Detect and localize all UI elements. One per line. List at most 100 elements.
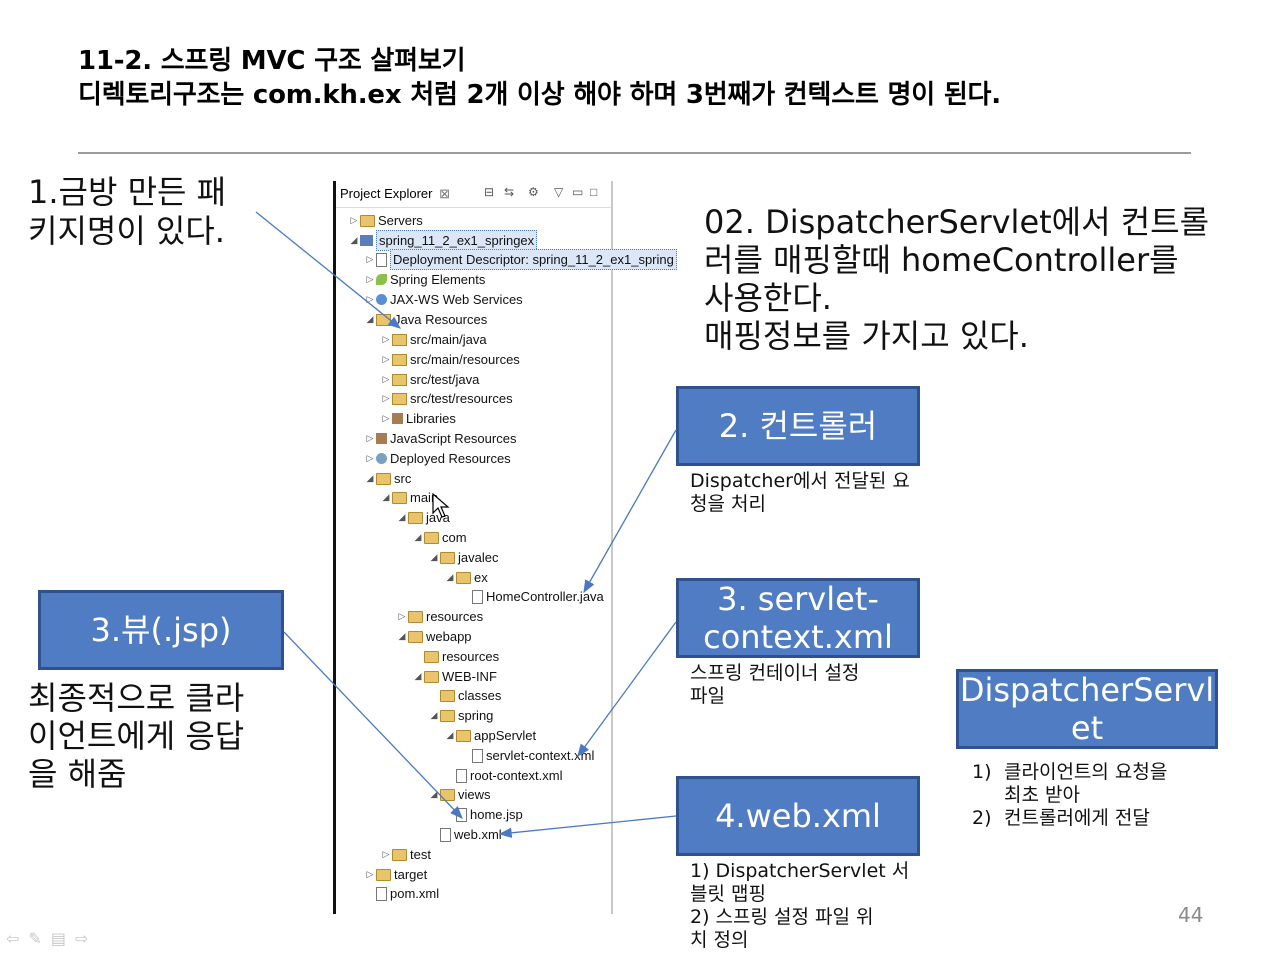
- tree-row[interactable]: ◢ WEB-INF: [412, 667, 497, 686]
- tree-row[interactable]: ▷Spring Elements: [364, 270, 486, 289]
- tree-row[interactable]: ◢ spring_11_2_ex1_springex: [348, 230, 538, 251]
- tree-row[interactable]: classes: [428, 686, 501, 705]
- tree-row-label: WEB-INF: [442, 669, 497, 684]
- tree-row-label: HomeController.java: [486, 589, 604, 604]
- tree-row[interactable]: HomeController.java: [460, 587, 604, 606]
- collapse-arrow-icon[interactable]: ◢: [398, 631, 406, 641]
- collapse-arrow-icon[interactable]: ◢: [366, 473, 374, 483]
- tree-row[interactable]: pom.xml: [364, 884, 439, 903]
- webxml-caption: 1) DispatcherServlet 서 블릿 맵핑 2) 스프링 설정 파…: [690, 860, 909, 952]
- tree-row-label: Servers: [378, 213, 423, 228]
- tree-row-label: servlet-context.xml: [486, 748, 595, 763]
- tree-row[interactable]: root-context.xml: [444, 766, 562, 785]
- link-editor-icon[interactable]: ⇆: [504, 185, 515, 199]
- folder-icon: [456, 571, 471, 584]
- view-menu-icon[interactable]: ▽: [554, 185, 564, 199]
- tree-row[interactable]: ◢webapp: [396, 627, 472, 646]
- folder-icon: [456, 729, 471, 742]
- view-note-line-2: 이언트에게 응답: [28, 717, 245, 755]
- expand-arrow-icon[interactable]: ▷: [366, 254, 374, 264]
- collapse-arrow-icon[interactable]: ◢: [430, 552, 438, 562]
- tree-row[interactable]: ▷Deployment Descriptor: spring_11_2_ex1_…: [364, 249, 677, 270]
- tree-row[interactable]: ▷src/test/resources: [380, 389, 513, 408]
- tree-row[interactable]: resources: [412, 647, 499, 666]
- package-note: 1.금방 만든 패 키지명이 있다.: [28, 173, 226, 251]
- tree-row[interactable]: ◢main: [380, 488, 439, 507]
- pen-icon[interactable]: ✎: [28, 929, 51, 948]
- expand-arrow-icon[interactable]: ▷: [366, 433, 374, 443]
- tree-row[interactable]: ▷resources: [396, 607, 484, 626]
- webxml-caption-line-1: 1) DispatcherServlet 서: [690, 860, 910, 882]
- tree-row[interactable]: ◢views: [428, 785, 491, 804]
- expand-arrow-icon[interactable]: ▷: [382, 393, 390, 403]
- tree-row[interactable]: ◢ex: [444, 568, 488, 587]
- collapse-all-icon[interactable]: ⊟: [484, 185, 495, 199]
- collapse-arrow-icon[interactable]: ◢: [430, 710, 438, 720]
- folder-icon: [440, 551, 455, 564]
- collapse-arrow-icon[interactable]: ◢: [446, 572, 454, 582]
- collapse-arrow-icon[interactable]: ◢: [366, 314, 374, 324]
- tree-row[interactable]: ▷JavaScript Resources: [364, 429, 517, 448]
- tree-row[interactable]: ◢appServlet: [444, 726, 537, 745]
- tree-row[interactable]: ▷src/main/resources: [380, 350, 520, 369]
- minimize-icon[interactable]: ▭: [572, 185, 584, 199]
- tree-row-label: classes: [458, 688, 502, 703]
- tree-row[interactable]: ▷ Servers: [348, 211, 423, 230]
- tree-row-label: pom.xml: [390, 886, 440, 901]
- folder-icon: [424, 670, 439, 683]
- expand-arrow-icon[interactable]: ▷: [382, 354, 390, 364]
- tree-row[interactable]: ▷ Deployed Resources: [364, 449, 511, 468]
- slide-navigation[interactable]: ⇦✎▤⇨: [6, 929, 97, 948]
- tree-row[interactable]: servlet-context.xml: [460, 746, 594, 765]
- previous-slide-icon[interactable]: ⇦: [6, 929, 29, 948]
- tree-row[interactable]: ▷ Libraries: [380, 409, 456, 428]
- tree-row-label: spring_11_2_ex1_springex: [376, 230, 538, 251]
- expand-arrow-icon[interactable]: ▷: [382, 849, 390, 859]
- folder-icon: [424, 531, 439, 544]
- collapse-arrow-icon[interactable]: ◢: [414, 532, 422, 542]
- expand-arrow-icon[interactable]: ▷: [382, 374, 390, 384]
- collapse-arrow-icon[interactable]: ◢: [398, 512, 406, 522]
- dispatcher-caption-item-1-cont: 최초 받아: [1004, 784, 1080, 806]
- tree-row[interactable]: ▷JAX-WS Web Services: [364, 290, 523, 309]
- expand-arrow-icon[interactable]: ▷: [366, 274, 374, 284]
- view-note-line-1: 최종적으로 클라: [28, 679, 245, 717]
- tree-row[interactable]: ◢com: [412, 528, 467, 547]
- expand-arrow-icon[interactable]: ▷: [382, 413, 390, 423]
- servlet-context-caption-line-1: 스프링 컨테이너 설정: [690, 662, 860, 684]
- project-explorer-tab[interactable]: Project Explorer ⊠: [340, 186, 450, 202]
- servlet-context-label-1: 3. servlet-: [717, 580, 879, 618]
- expand-arrow-icon[interactable]: ▷: [350, 215, 358, 225]
- next-slide-icon[interactable]: ⇨: [74, 929, 98, 948]
- collapse-arrow-icon[interactable]: ◢: [382, 492, 390, 502]
- collapse-arrow-icon[interactable]: ◢: [414, 671, 422, 681]
- tree-row[interactable]: ▷test: [380, 845, 431, 864]
- tree-row[interactable]: ▷target: [364, 865, 428, 884]
- filter-icon[interactable]: ⚙: [528, 185, 539, 199]
- tree-row[interactable]: ▷src/main/java: [380, 330, 487, 349]
- expand-arrow-icon[interactable]: ▷: [398, 611, 406, 621]
- tree-row-label: Deployed Resources: [390, 451, 511, 466]
- tree-row[interactable]: ◢javalec: [428, 548, 499, 567]
- folder-icon: [392, 491, 407, 504]
- tree-row-label: Java Resources: [394, 312, 488, 327]
- tree-row[interactable]: web.xml: [428, 825, 502, 844]
- tree-row-label: Libraries: [406, 411, 456, 426]
- folder-icon: [360, 214, 375, 227]
- collapse-arrow-icon[interactable]: ◢: [446, 730, 454, 740]
- webxml-box: 4.web.xml: [676, 776, 920, 856]
- tree-row[interactable]: ◢spring: [428, 706, 494, 725]
- expand-arrow-icon[interactable]: ▷: [366, 453, 374, 463]
- collapse-arrow-icon[interactable]: ◢: [430, 789, 438, 799]
- maximize-icon[interactable]: □: [590, 185, 598, 199]
- menu-icon[interactable]: ▤: [50, 929, 75, 948]
- close-tab-icon[interactable]: ⊠: [439, 186, 451, 201]
- dispatcher-note-line-2: 러를 매핑할때 homeController를: [704, 241, 1179, 279]
- expand-arrow-icon[interactable]: ▷: [382, 334, 390, 344]
- tree-row[interactable]: ▷src/test/java: [380, 370, 480, 389]
- expand-arrow-icon[interactable]: ▷: [366, 294, 374, 304]
- tree-row[interactable]: ◢src: [364, 469, 412, 488]
- expand-arrow-icon[interactable]: ▷: [366, 869, 374, 879]
- collapse-arrow-icon[interactable]: ◢: [350, 235, 358, 245]
- package-folder-icon: [392, 353, 407, 366]
